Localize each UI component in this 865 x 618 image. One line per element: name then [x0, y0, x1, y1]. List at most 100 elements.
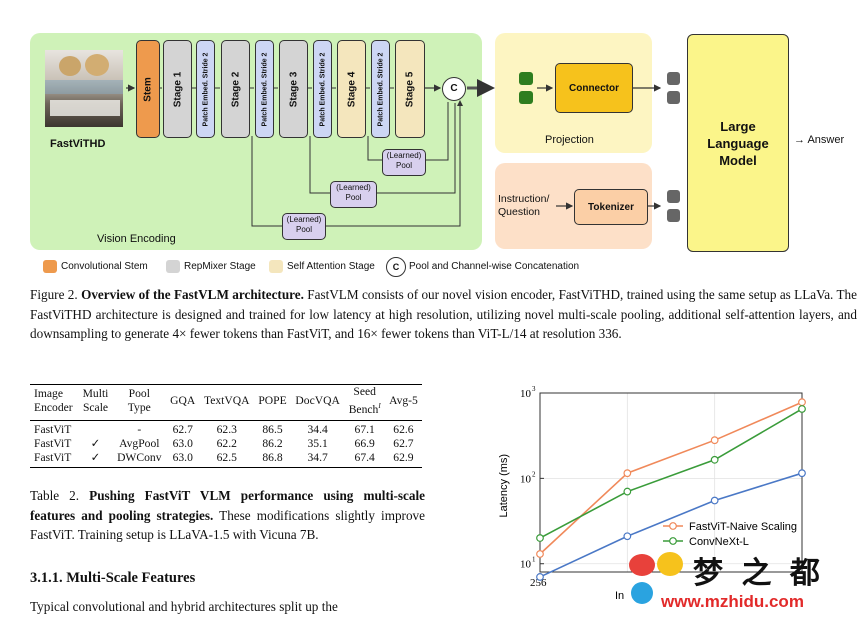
- data-point: [536, 573, 544, 581]
- llm-box: Large Language Model: [687, 34, 789, 252]
- legend-label: ConvNeXt-L: [689, 536, 749, 548]
- y-tick-exponent: 2: [532, 470, 536, 478]
- legend-swatch-repmixer: [166, 260, 180, 273]
- vision-encoding-label: Vision Encoding: [97, 233, 176, 245]
- llm-label: Large Language Model: [707, 118, 769, 168]
- table-header: TextVQA: [203, 393, 250, 407]
- y-tick-label: 10: [520, 473, 532, 485]
- stage-3-label: Stage 3: [288, 71, 300, 107]
- pool-block-1: (Learned) Pool: [282, 213, 326, 240]
- data-point: [536, 550, 544, 558]
- watermark-logo-icon: [629, 554, 655, 576]
- pool-block-2: (Learned) Pool: [330, 181, 377, 208]
- connector-box: Connector: [555, 63, 633, 113]
- y-tick-label: 10: [520, 559, 532, 571]
- series-line: [539, 472, 803, 578]
- text-token: [667, 209, 680, 222]
- data-point: [798, 398, 806, 407]
- text-token: [667, 190, 680, 203]
- x-axis-label: In: [615, 590, 624, 602]
- section-heading: 3.1.1. Multi-Scale Features: [30, 570, 196, 586]
- stage-2-block: Stage 2: [221, 40, 250, 138]
- legend-concat-symbol: C: [386, 257, 406, 277]
- stage-2-label: Stage 2: [230, 71, 242, 107]
- data-point: [798, 469, 806, 478]
- stem-label: Stem: [142, 76, 154, 102]
- data-point: [798, 405, 806, 413]
- stage-1-label: Stage 1: [172, 71, 184, 107]
- watermark-url: www.mzhidu.com: [661, 592, 804, 611]
- input-image: [45, 50, 123, 127]
- patch-embed-4-label: Patch Embed. Stride 2: [377, 52, 385, 126]
- watermark-logo-icon: [657, 552, 683, 576]
- y-axis-label: Latency (ms): [498, 454, 510, 518]
- data-point: [710, 436, 719, 445]
- pool-block-3: (Learned) Pool: [382, 149, 426, 176]
- legend-label: FastViT-Naive Scaling: [689, 521, 797, 533]
- patch-embed-2-label: Patch Embed. Stride 2: [261, 52, 269, 126]
- tokenizer-box: Tokenizer: [574, 189, 648, 225]
- table-header: GQA: [170, 393, 196, 407]
- table-caption: Table 2. Pushing FastViT VLM performance…: [30, 486, 425, 545]
- watermark-title: 梦 之 都: [693, 556, 824, 591]
- section-body: Typical convolutional and hybrid archite…: [30, 599, 338, 614]
- image-label: FastViTHD: [50, 138, 106, 150]
- projected-token: [667, 91, 680, 104]
- legend-swatch-stem: [43, 260, 57, 273]
- figure-caption-prefix: Figure 2.: [30, 287, 78, 302]
- pool-1-label: (Learned) Pool: [286, 215, 322, 234]
- stage-4-label: Stage 4: [346, 71, 358, 107]
- concat-symbol: C: [442, 77, 466, 101]
- projected-token: [667, 72, 680, 85]
- legend-swatch-attention: [269, 260, 283, 273]
- legend-label-concat: Pool and Channel-wise Concatenation: [409, 261, 580, 272]
- data-point: [710, 496, 719, 505]
- stage-5-block: Stage 5: [395, 40, 425, 138]
- tokenizer-label: Tokenizer: [588, 201, 634, 213]
- x-tick-label: 256: [530, 577, 547, 589]
- stage-5-label: Stage 5: [404, 71, 416, 107]
- connector-label: Connector: [569, 82, 619, 94]
- patch-embed-3-label: Patch Embed. Stride 2: [319, 52, 327, 126]
- patch-embed-3: Patch Embed. Stride 2: [313, 40, 332, 138]
- y-tick-exponent: 3: [532, 385, 536, 393]
- data-point: [623, 469, 632, 478]
- data-point: [536, 534, 544, 542]
- legend-marker: [669, 537, 677, 545]
- visual-token: [519, 91, 533, 104]
- stage-3-block: Stage 3: [279, 40, 308, 138]
- patch-embed-1-label: Patch Embed. Stride 2: [202, 52, 210, 126]
- architecture-figure: Large Language Model FastViTHD: [0, 0, 865, 280]
- pool-3-label: (Learned) Pool: [386, 151, 422, 170]
- pool-2-label: (Learned) Pool: [336, 183, 371, 202]
- data-point: [623, 487, 632, 496]
- series-line: [539, 408, 803, 539]
- table-caption-prefix: Table 2.: [30, 488, 80, 503]
- y-tick-exponent: 1: [532, 556, 536, 564]
- series-line: [539, 401, 803, 555]
- table-header: POPE: [258, 393, 287, 407]
- data-point: [710, 455, 719, 464]
- legend-marker: [669, 522, 677, 530]
- visual-token: [519, 72, 533, 85]
- patch-embed-2: Patch Embed. Stride 2: [255, 40, 274, 138]
- data-point: [623, 532, 632, 541]
- stage-1-block: Stage 1: [163, 40, 192, 138]
- figure-caption-bold: Overview of the FastVLM architecture.: [81, 287, 304, 302]
- table-header: Avg-5: [389, 393, 418, 407]
- table-caption-text: These modifications slightly improve Fas…: [30, 507, 425, 543]
- y-tick-label: 10: [520, 388, 532, 400]
- legend-label-attention: Self Attention Stage: [287, 261, 375, 272]
- figure-caption-text: FastVLM consists of our novel vision enc…: [30, 287, 857, 341]
- stem-block: Stem: [136, 40, 160, 138]
